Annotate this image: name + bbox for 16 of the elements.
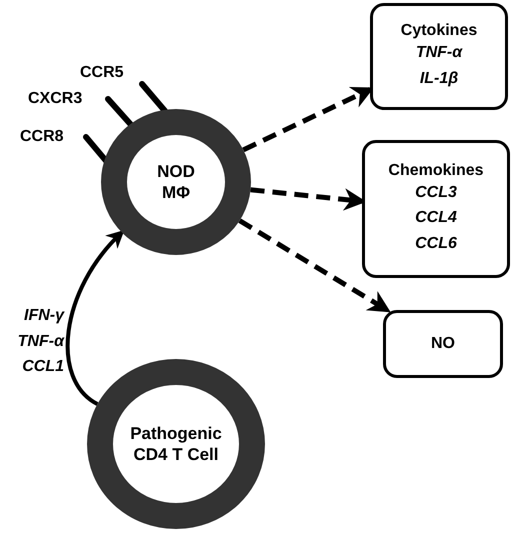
arrow xyxy=(238,218,391,312)
result-box xyxy=(362,140,510,278)
receptor-label: CXCR3 xyxy=(28,90,82,108)
box-heading: Chemokines xyxy=(388,162,484,180)
receptor-label: CCR8 xyxy=(20,128,64,146)
box-heading: NO xyxy=(431,335,455,353)
box-body: CCL3 CCL4 CCL6 xyxy=(414,182,458,254)
result-box xyxy=(370,3,508,110)
result-box xyxy=(383,310,503,378)
receptor-label: CCR5 xyxy=(80,64,124,82)
box-heading: Cytokines xyxy=(400,22,478,40)
cell-label: NOD MΦ xyxy=(156,160,196,204)
cell-label: Pathogenic CD4 T Cell xyxy=(129,422,223,466)
box-body: TNF-α IL-1β xyxy=(414,42,464,88)
edge-label: IFN-γ TNF-α CCL1 xyxy=(16,306,64,378)
arrow xyxy=(66,230,124,406)
